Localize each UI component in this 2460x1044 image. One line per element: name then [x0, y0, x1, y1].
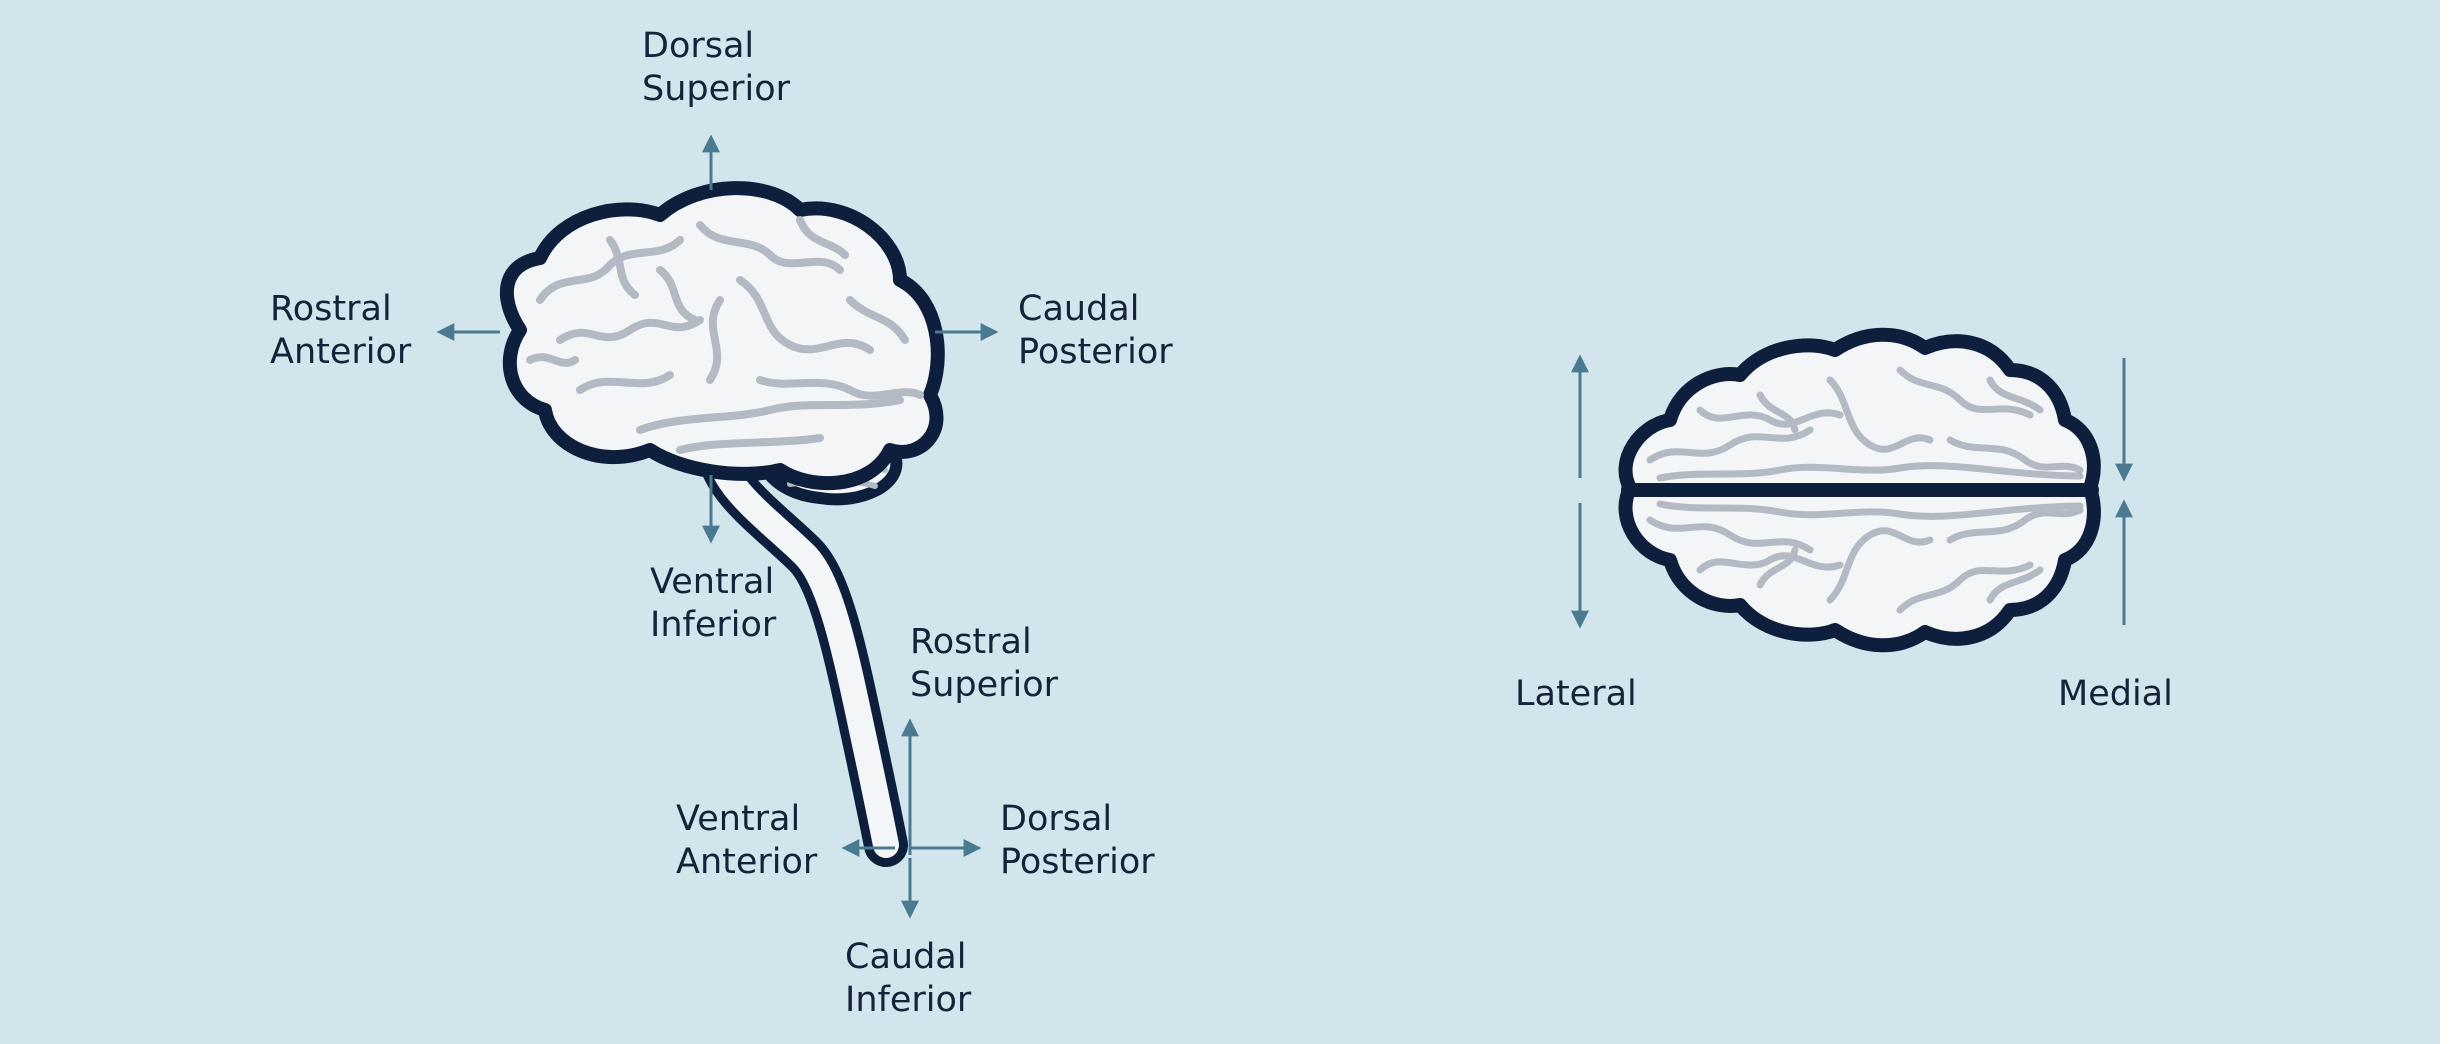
top-view: Lateral Medial — [1515, 327, 2173, 714]
label-spinal-dorsal: Dorsal — [1000, 799, 1112, 839]
brain-side-gyri — [526, 216, 924, 454]
label-inferior: Inferior — [650, 605, 777, 645]
label-lateral: Lateral — [1515, 674, 1637, 714]
label-spinal-caudal: Caudal — [845, 937, 966, 977]
label-anterior: Anterior — [270, 332, 412, 372]
label-spinal-ventral: Ventral — [676, 799, 800, 839]
label-spinal-superior: Superior — [910, 665, 1059, 705]
label-spinal-anterior: Anterior — [676, 842, 818, 882]
sagittal-view: Dorsal Superior Rostral Anterior Caudal … — [270, 26, 1173, 1020]
label-posterior: Posterior — [1018, 332, 1173, 372]
label-ventral: Ventral — [650, 562, 774, 602]
label-medial: Medial — [2058, 674, 2173, 714]
label-spinal-inferior: Inferior — [845, 980, 972, 1020]
bottom-hemisphere-gyri — [1646, 500, 2084, 614]
label-spinal-posterior: Posterior — [1000, 842, 1155, 882]
label-caudal: Caudal — [1018, 289, 1139, 329]
brainstem-fill — [705, 427, 899, 858]
top-hemisphere-gyri — [1646, 366, 2084, 482]
label-dorsal: Dorsal — [642, 26, 754, 66]
label-superior: Superior — [642, 69, 791, 109]
label-rostral: Rostral — [270, 289, 392, 329]
label-spinal-rostral: Rostral — [910, 622, 1032, 662]
